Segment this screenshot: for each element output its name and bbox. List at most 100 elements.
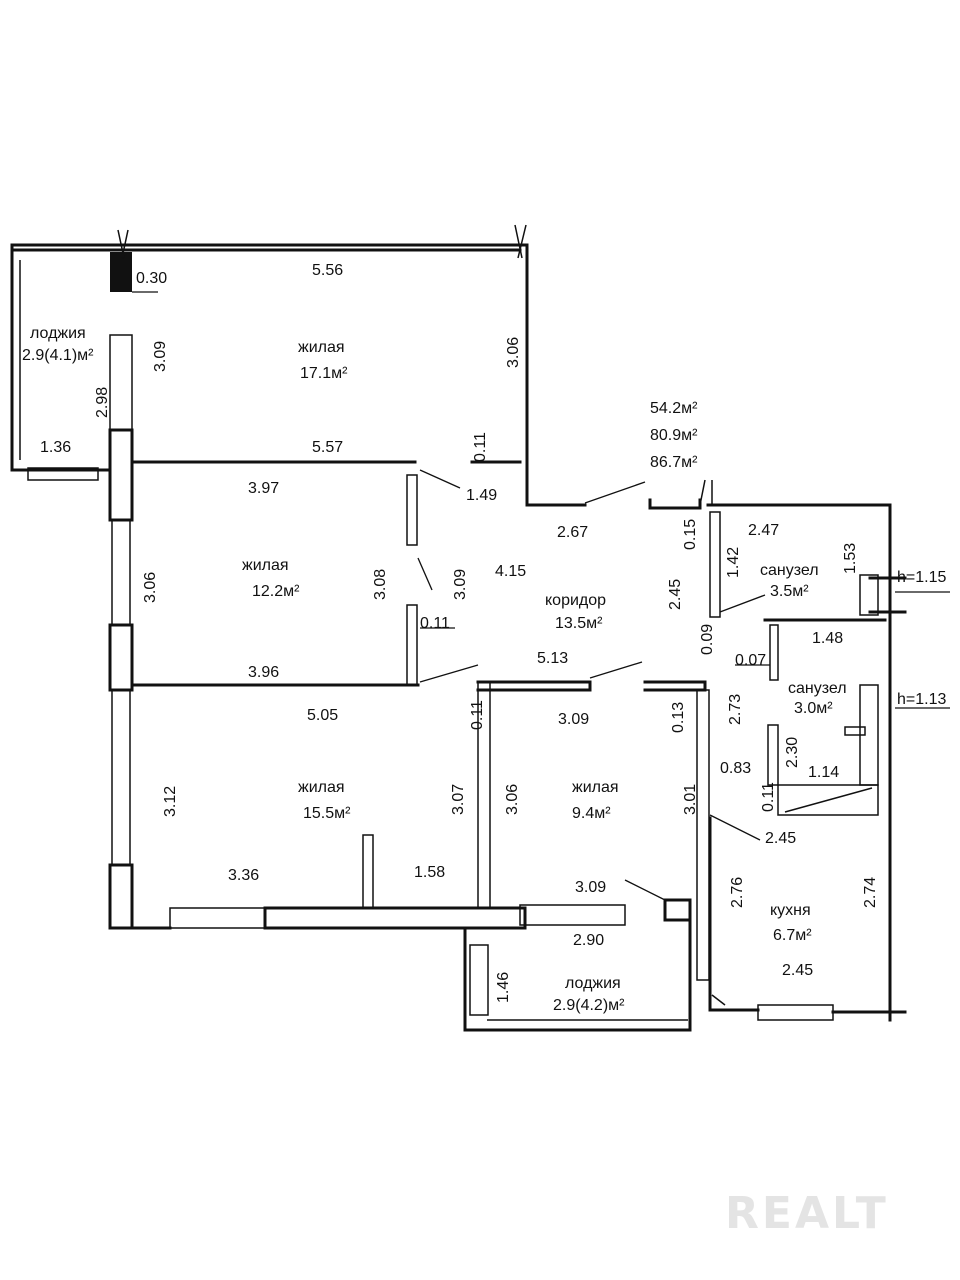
bath2-left-wall-a [769,624,779,681]
window-top-left [109,334,133,431]
dim-label: 3.06 [142,572,159,603]
dim-label: 3.09 [575,879,606,896]
loggia-top-rail [27,467,99,481]
kitchen-area: 6.7м² [773,927,812,944]
break-mark-bath [699,479,713,506]
dim-label: 2.30 [784,737,801,768]
window-9 [519,904,626,926]
dim-label: 5.56 [312,262,343,279]
dim-label: 1.53 [842,543,859,574]
dim-label: 5.13 [537,650,568,667]
leader-309d [624,879,666,901]
window-left-2 [111,519,131,626]
dim-label: 2.67 [557,524,588,541]
leader-267 [584,481,646,504]
wall-9-bottom-right [663,898,692,1022]
living-17-name: жилая [298,339,345,356]
leader-bath1 [719,594,766,613]
wall-9-top [476,680,592,692]
bath-stub [648,498,702,510]
bath2-shelf [844,726,866,736]
dim-label: 3.09 [452,569,469,600]
bath2-bottom-wall [777,784,879,816]
bath1-niche [859,574,879,616]
dim-label: 3.06 [504,784,521,815]
leader-011b [417,557,433,591]
living-15-name: жилая [298,779,345,796]
dim-label: 1.36 [40,439,71,456]
dim-label: h=1.15 [897,569,946,586]
dim-label: 2.47 [748,522,779,539]
wall-12-right-b [406,604,418,686]
leader-396 [419,664,479,683]
corridor-name: коридор [545,592,606,609]
total-area-with-loggias: 86.7м² [650,454,698,471]
living-17-area: 17.1м² [300,365,348,382]
dim-label: 1.49 [466,487,497,504]
dim-label: 0.30 [136,270,167,287]
loggia-bottom-area: 2.9(4.2)м² [553,997,625,1014]
break-mark-left [117,229,129,259]
dim-label: 4.15 [495,563,526,580]
wall-12-right-a [406,474,418,546]
dim-label: 3.96 [248,664,279,681]
wall-15-inner [362,834,374,909]
dim-label: 2.73 [727,694,744,725]
corridor-area: 13.5м² [555,615,603,632]
dim-label: 3.09 [558,711,589,728]
dim-label: 0.11 [420,615,450,632]
window-bottom-1 [169,907,266,929]
loggia-top-walls [10,246,112,472]
bath2-diagonal [784,787,873,813]
leader-lines [132,291,950,901]
dim-label: 0.09 [699,624,716,655]
wall-9-right [696,689,710,981]
dim-label: 2.45 [667,579,684,610]
dim-label: 5.57 [312,439,343,456]
wall-9-top-right [643,680,707,692]
loggia-bottom-walls [463,926,692,1032]
living-12-area: 12.2м² [252,583,300,600]
window-left-3 [111,689,131,866]
dim-label: 2.98 [94,387,111,418]
dim-label: 1.42 [725,547,742,578]
dim-label: 1.14 [808,764,839,781]
dim-label: 1.46 [495,972,512,1003]
kitchen-name: кухня [770,902,811,919]
dim-label: 3.07 [450,784,467,815]
dim-label: 0.11 [469,700,486,730]
living-15-area: 15.5м² [303,805,351,822]
watermark-logo: REALT [725,1188,889,1239]
loggia-bottom-rail [469,944,489,1016]
break-mark-right [514,224,527,259]
dim-label: 2.76 [729,877,746,908]
dim-label: 5.05 [307,707,338,724]
bottom-wall-1 [263,906,527,930]
dim-label: 3.01 [682,784,699,815]
bath1-left-wall [709,511,721,618]
dim-label: 0.83 [720,760,751,777]
loggia-top-area: 2.9(4.1)м² [22,347,94,364]
leader-513 [589,661,643,679]
dim-label: 3.09 [152,341,169,372]
dim-label: 3.08 [372,569,389,600]
dim-label: 0.11 [760,782,777,812]
bath-2-name: санузел [788,680,847,697]
dim-label: 1.58 [414,864,445,881]
leader-245b [709,814,761,841]
dim-label: 2.74 [862,877,879,908]
dim-label: 0.07 [735,652,766,669]
dim-label: 2.45 [782,962,813,979]
dim-label: 0.11 [472,432,489,462]
dim-label: 0.13 [670,702,687,733]
walls [10,224,907,1032]
bath-outer-walls [706,503,892,1022]
top-wall-pier [110,252,132,292]
dim-label: 3.36 [228,867,259,884]
total-area: 80.9м² [650,427,698,444]
dim-label: 2.90 [573,932,604,949]
dimensions-vertical: 3.09 3.06 2.98 0.11 3.06 3.08 3.09 2.45 … [94,337,879,1003]
bath-1-area: 3.5м² [770,583,809,600]
dim-label: 3.97 [248,480,279,497]
